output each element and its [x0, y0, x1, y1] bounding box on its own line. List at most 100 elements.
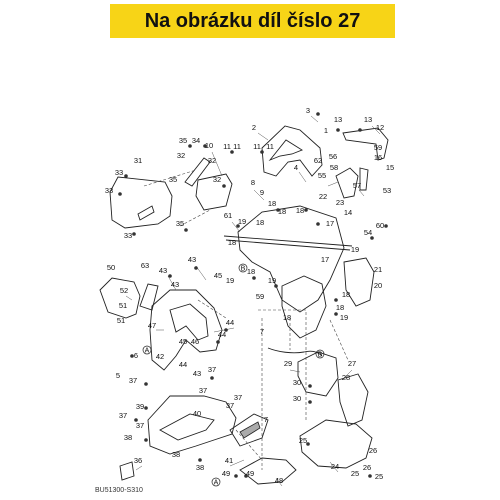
part-number-label: 37	[129, 376, 137, 385]
mirror-stay-part	[342, 127, 389, 161]
part-number-label: 25	[351, 469, 359, 478]
part-number-label: 45	[214, 271, 222, 280]
small-label-part	[119, 461, 135, 481]
part-number-label: 23	[336, 198, 344, 207]
part-number-label: 13	[364, 115, 372, 124]
part-number-label: 28	[342, 373, 350, 382]
part-number-label: 44	[226, 318, 234, 327]
part-number-label: 52	[120, 286, 128, 295]
part-number-label: 47	[148, 321, 156, 330]
part-number-label: 35	[169, 175, 177, 184]
part-number-label: 37	[119, 411, 127, 420]
part-number-label: 37	[199, 386, 207, 395]
right-cowl-part	[343, 257, 375, 307]
part-number-label: 42	[156, 352, 164, 361]
part-number-label: 54	[364, 228, 372, 237]
leader-lines	[125, 115, 381, 487]
part-number-label: 17	[321, 255, 329, 264]
part-number-label: 38	[124, 433, 132, 442]
part-number-label: 38	[196, 463, 204, 472]
part-number-label: 50	[107, 263, 115, 272]
part-number-label: 40	[193, 409, 201, 418]
part-number-label: 59	[374, 143, 382, 152]
part-number-label: 14	[344, 208, 352, 217]
part-number-label: 15	[386, 163, 394, 172]
part-number-label: 44	[179, 360, 187, 369]
part-number-label: 32	[213, 175, 221, 184]
scoop-stripe-part	[239, 421, 261, 439]
side-cowl-inner-part	[169, 303, 209, 341]
part-number-label: 37	[234, 393, 242, 402]
part-number-label: 35	[179, 136, 187, 145]
part-number-label: 1	[324, 126, 328, 135]
part-number-label: 10	[205, 141, 213, 150]
windshield-part	[109, 176, 173, 229]
part-number-label: 55	[318, 171, 326, 180]
part-number-label: 43	[171, 280, 179, 289]
stay-rod-part	[223, 235, 353, 251]
part-number-label: 18	[268, 199, 276, 208]
part-number-label: 37	[208, 365, 216, 374]
part-number-label: 27	[348, 359, 356, 368]
visor-inner-part	[268, 139, 303, 162]
part-number-label: 51	[117, 316, 125, 325]
part-number-label: 12	[376, 123, 384, 132]
part-number-label: 49	[222, 469, 230, 478]
part-number-label: 18	[256, 218, 264, 227]
dashed-leader-lines	[143, 169, 349, 470]
part-number-label: 19	[226, 276, 234, 285]
part-number-label: 19	[238, 217, 246, 226]
part-number-label: 2	[252, 123, 256, 132]
part-number-label: 22	[319, 192, 327, 201]
windshield-bracket-part	[195, 173, 233, 211]
part-number-label: 9	[260, 188, 264, 197]
part-number-label: 29	[284, 359, 292, 368]
under-cowl-part	[299, 419, 373, 469]
part-number-label: 43	[193, 369, 201, 378]
part-number-label: 25	[299, 436, 307, 445]
part-number-label: 19	[351, 245, 359, 254]
part-number-label: 7	[264, 415, 268, 424]
part-number-label: 34	[192, 136, 200, 145]
part-number-label: 59	[256, 292, 264, 301]
part-number-label: 37	[226, 401, 234, 410]
inner-duct-part	[281, 275, 327, 339]
svg-text:B: B	[318, 352, 323, 359]
cable-part	[267, 347, 323, 357]
side-panel-part	[335, 167, 359, 199]
side-cowl-part	[149, 289, 223, 371]
part-number-label: 17	[326, 219, 334, 228]
part-number-label: 32	[208, 156, 216, 165]
part-number-label: 30	[293, 378, 301, 387]
part-number-label: 6	[134, 351, 138, 360]
part-number-label: 16	[374, 153, 382, 162]
part-number-label: 51	[119, 301, 127, 310]
lower-fairing-part	[147, 395, 237, 455]
part-number-label: 13	[334, 115, 342, 124]
part-number-label: 26	[363, 463, 371, 472]
diagram-code: BU51300-S310	[95, 487, 143, 494]
part-number-label: 18	[228, 238, 236, 247]
part-number-label: 31	[134, 156, 142, 165]
part-number-label: 7	[260, 327, 264, 336]
part-number-label: 26	[369, 446, 377, 455]
part-number-label: 62	[314, 156, 322, 165]
part-number-label: 18	[283, 313, 291, 322]
part-number-label: 44	[218, 330, 226, 339]
part-number-label: 8	[251, 178, 255, 187]
part-number-label: 37	[136, 421, 144, 430]
part-number-label: 32	[177, 151, 185, 160]
side-bracket-part	[359, 167, 369, 191]
part-number-label: 38	[172, 450, 180, 459]
part-number-label: 18	[296, 206, 304, 215]
cowling-stay-part	[237, 205, 345, 313]
part-number-label: 3	[306, 106, 310, 115]
ref-marker-b-1: B	[315, 349, 325, 359]
part-number-label: 4	[294, 163, 298, 172]
part-number-label: 5	[116, 371, 120, 380]
part-number-label: 11	[233, 142, 241, 151]
part-number-label: 24	[331, 462, 339, 471]
part-number-label: 36	[134, 456, 142, 465]
part-number-label: 39	[136, 402, 144, 411]
